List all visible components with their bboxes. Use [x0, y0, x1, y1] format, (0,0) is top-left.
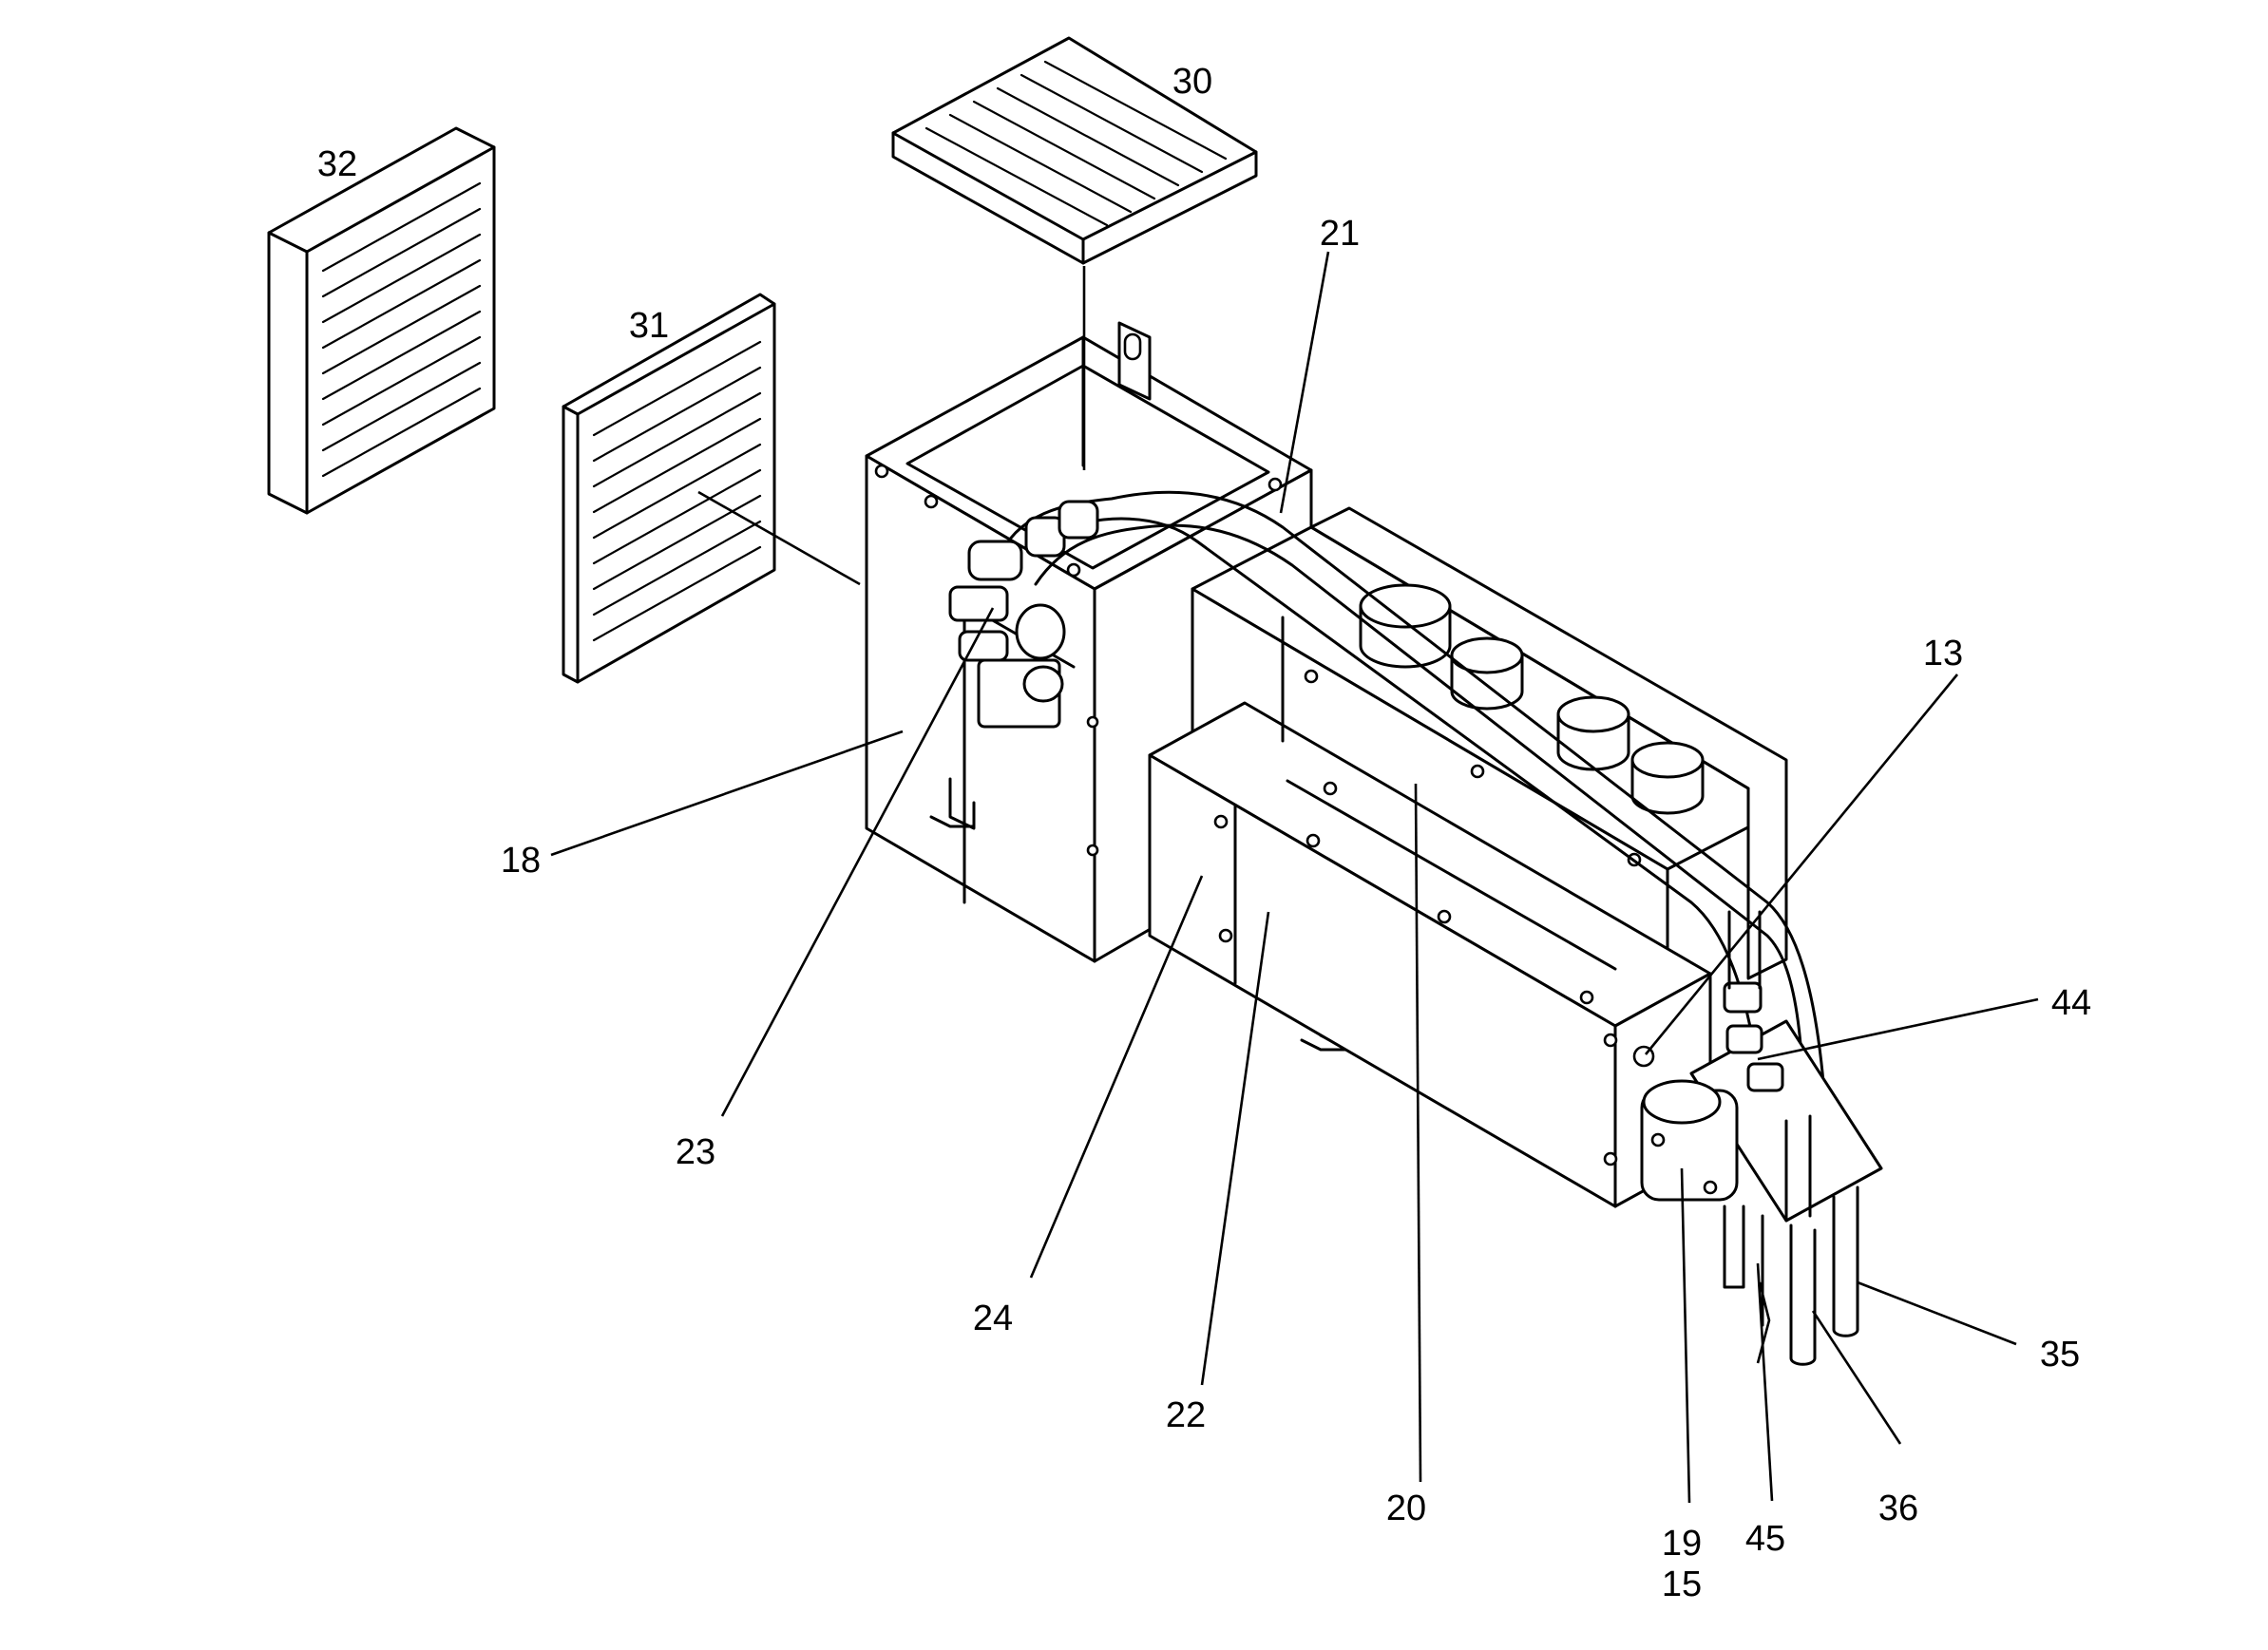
outlet-stub: [1359, 583, 1452, 669]
filter-panel-30: [891, 36, 1258, 265]
callout-24: 24: [973, 1299, 1013, 1338]
callout-30: 30: [1172, 62, 1212, 102]
callout-31: 31: [629, 306, 669, 346]
leader-lines: [550, 251, 2039, 1504]
callout-18: 18: [501, 841, 541, 881]
filter-panel-31: [562, 293, 776, 684]
callout-21: 21: [1320, 214, 1360, 254]
callout-19: 19: [1662, 1524, 1702, 1564]
callout-13: 13: [1923, 634, 1963, 673]
outlet-stub: [1556, 695, 1630, 771]
outlet-stub: [1630, 741, 1705, 815]
filter-panel-32: [267, 126, 496, 515]
callout-15: 15: [1662, 1565, 1702, 1604]
callout-36: 36: [1878, 1489, 1918, 1528]
callout-32: 32: [317, 144, 357, 184]
outlet-stub: [1450, 636, 1524, 711]
callout-44: 44: [2051, 983, 2091, 1023]
callout-45: 45: [1745, 1519, 1785, 1559]
duct-21: [1309, 506, 1788, 980]
callout-35: 35: [2040, 1335, 2080, 1375]
callout-22: 22: [1166, 1395, 1206, 1435]
callout-labels: 30 32 21 31 13 18 44 23 24 35 22 36 20 1…: [317, 62, 2091, 1604]
valve-assembly: [1632, 910, 1883, 1366]
callout-20: 20: [1386, 1489, 1426, 1528]
callout-23: 23: [676, 1132, 715, 1172]
